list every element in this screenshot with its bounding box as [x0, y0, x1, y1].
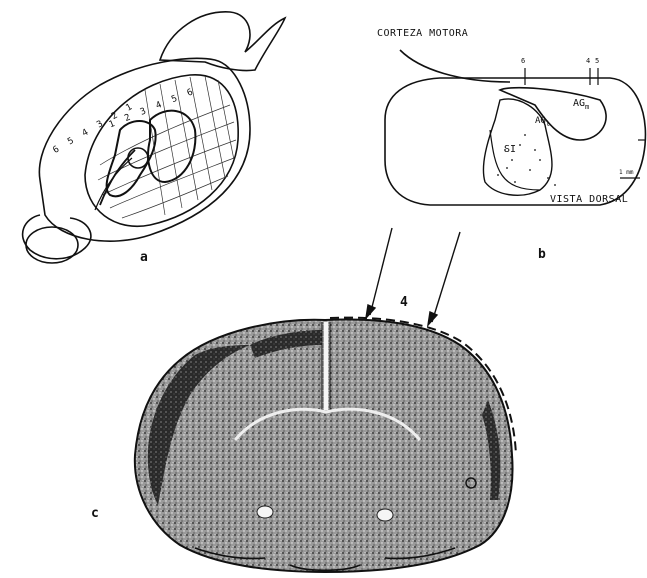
region-label-agl: AGl: [535, 117, 550, 128]
region-label-agl-main: AG: [535, 116, 546, 126]
connector-arrows: [366, 228, 460, 325]
marker-number-6: 6: [521, 58, 525, 65]
motor-cortex-title: CORTEZA MOTORA: [377, 29, 468, 39]
panel-c-letter: c: [91, 507, 99, 520]
panel-a-letter: a: [140, 251, 148, 264]
marker-number-4: 4: [586, 58, 590, 65]
left-ventricle: [257, 506, 273, 518]
panel-a-brain: [23, 12, 285, 263]
section-marker: 4: [400, 296, 408, 309]
region-label-agm: AGm: [573, 99, 589, 111]
cerebellum-outline: [160, 12, 285, 71]
olfactory-lobe: [26, 227, 78, 263]
panel-b-letter: b: [538, 248, 546, 261]
region-label-agm-main: AG: [573, 98, 585, 109]
marker-number-5: 5: [595, 58, 599, 65]
scale-bar-label: 1 mm: [619, 170, 633, 176]
region-label-agl-sub: l: [546, 120, 550, 128]
region-label-agm-sub: m: [585, 103, 589, 111]
right-ventricle: [377, 509, 393, 521]
stipple: [497, 134, 556, 186]
dorsal-view-title: VISTA DORSAL: [550, 195, 628, 205]
region-label-si: SI: [504, 145, 516, 155]
panel-c-coronal-section: [135, 318, 516, 572]
ag-m-outline: [500, 88, 606, 140]
section-outline: [135, 320, 513, 572]
panel-b-dorsal: [385, 50, 645, 205]
arrow-left: [370, 228, 392, 315]
arrow-right: [432, 232, 460, 322]
